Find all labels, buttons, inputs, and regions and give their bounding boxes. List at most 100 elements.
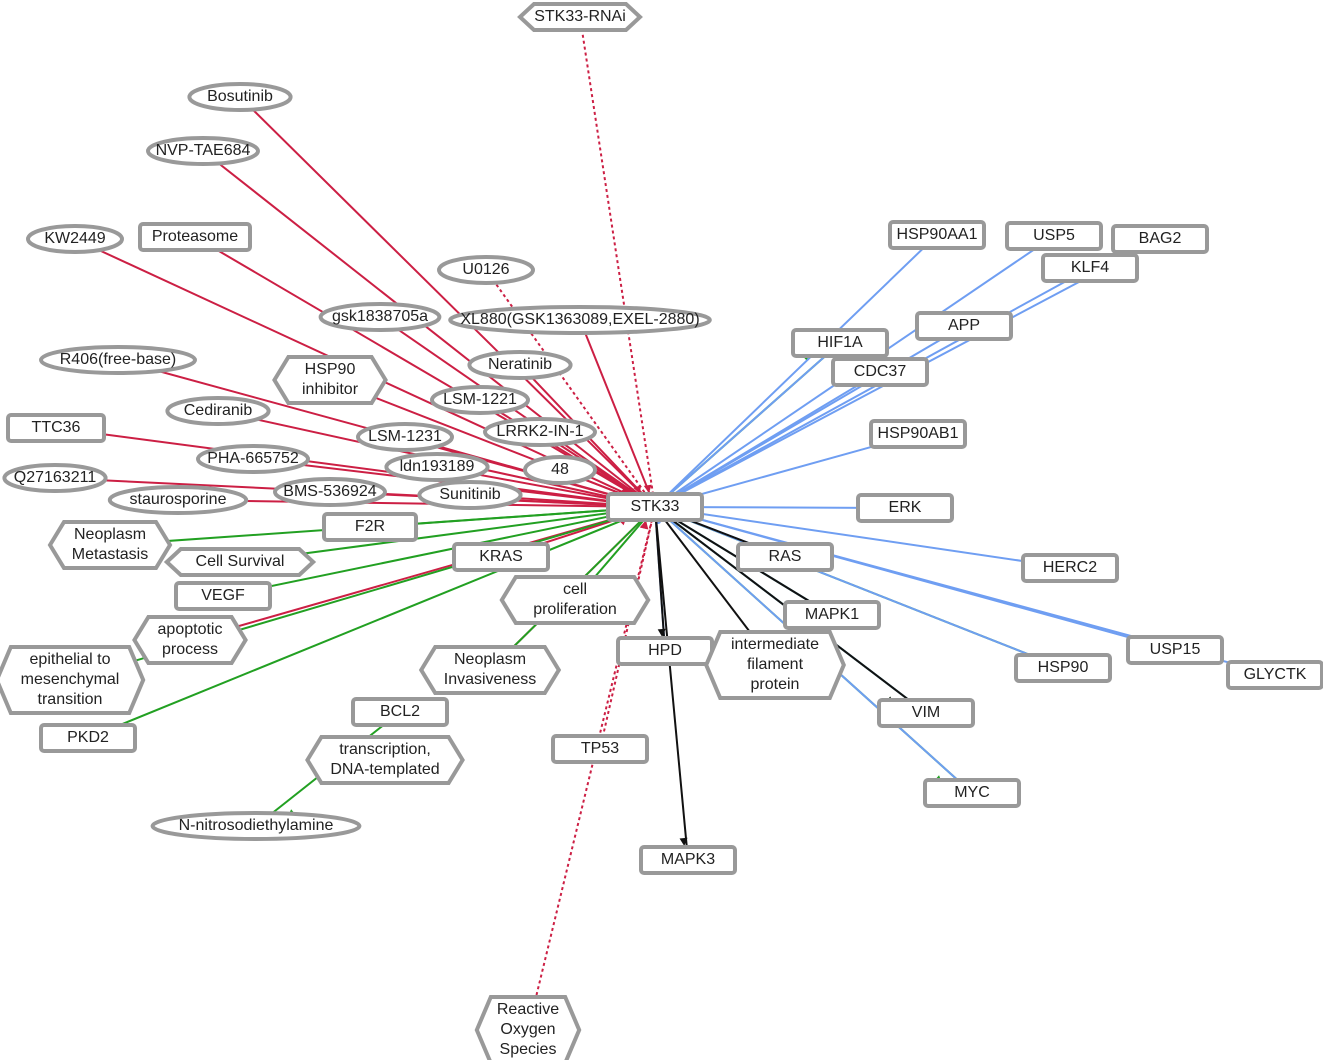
node-label: PHA-665752 [207, 450, 299, 467]
node-usp5[interactable]: USP5 [1005, 221, 1103, 251]
edge-inhibits-bosutinib [239, 96, 656, 508]
node-hif1a[interactable]: HIF1A [791, 328, 889, 358]
node-kras[interactable]: KRAS [452, 542, 550, 572]
node-hsp90ab1[interactable]: HSP90AB1 [869, 419, 967, 449]
node-ellipse [146, 136, 260, 166]
node-app[interactable]: APP [915, 311, 1013, 341]
node-label: U0126 [462, 261, 509, 278]
node-mapk1[interactable]: MAPK1 [783, 600, 881, 630]
node-label: gsk1838705a [332, 308, 428, 325]
node-bag2[interactable]: BAG2 [1111, 224, 1209, 254]
node-cellsurv[interactable]: Cell Survival [163, 547, 317, 577]
node-stauro[interactable]: staurosporine [107, 485, 249, 515]
node-box [1041, 253, 1139, 283]
node-label: BCL2 [380, 703, 420, 720]
node-box [174, 581, 272, 611]
node-nnitro[interactable]: N-nitrosodiethylamine [150, 811, 362, 841]
node-pha[interactable]: PHA-665752 [196, 444, 310, 474]
node-vim[interactable]: VIM [877, 698, 975, 728]
node-label: HERC2 [1043, 559, 1097, 576]
edge-dotted-stk33rnai [579, 16, 656, 508]
node-label: KLF4 [1071, 259, 1109, 276]
node-f2r[interactable]: F2R [322, 512, 418, 542]
node-glyctk[interactable]: GLYCTK [1226, 660, 1323, 690]
node-myc[interactable]: MYC [923, 778, 1021, 808]
node-label: BAG2 [1139, 230, 1182, 247]
node-bcl2[interactable]: BCL2 [351, 697, 449, 727]
node-gsk183[interactable]: gsk1838705a [318, 302, 442, 332]
node-ttc36[interactable]: TTC36 [6, 413, 106, 443]
node-ellipse [318, 302, 442, 332]
node-r406[interactable]: R406(free-base) [39, 345, 197, 375]
node-pkd2[interactable]: PKD2 [39, 723, 137, 753]
node-box [551, 734, 649, 764]
node-label: R406(free-base) [60, 351, 177, 368]
node-label: Q27163211 [14, 469, 97, 486]
node-hsp90[interactable]: HSP90 [1014, 653, 1112, 683]
node-box [1111, 224, 1209, 254]
node-ellipse [356, 422, 454, 452]
node-klf4[interactable]: KLF4 [1041, 253, 1139, 283]
node-box [1014, 653, 1112, 683]
node-tp53[interactable]: TP53 [551, 734, 649, 764]
node-ellipse [523, 455, 597, 485]
node-ellipse [107, 485, 249, 515]
node-xl880[interactable]: XL880(GSK1363089,EXEL-2880) [448, 305, 712, 335]
node-label: RAS [769, 548, 802, 565]
node-bosutinib[interactable]: Bosutinib [187, 82, 293, 112]
edge-binds-cdc37 [654, 371, 881, 508]
node-label: MAPK3 [661, 851, 715, 868]
node-lsm1231[interactable]: LSM-1231 [356, 422, 454, 452]
edge-arrowhead [657, 628, 666, 638]
node-lsm1221[interactable]: LSM-1221 [430, 385, 530, 415]
node-usp15[interactable]: USP15 [1126, 635, 1224, 665]
node-hexagon [163, 547, 317, 577]
node-transc[interactable]: transcription,DNA-templated [305, 735, 465, 785]
node-box [831, 357, 929, 387]
node-stk33rnai[interactable]: STK33-RNAi [517, 1, 643, 32]
node-label: Neratinib [488, 356, 552, 373]
node-hexagon [305, 735, 465, 785]
node-stk33[interactable]: STK33 [606, 492, 704, 522]
node-lrrk2[interactable]: LRRK2-IN-1 [483, 417, 597, 447]
node-ldn[interactable]: ldn193189 [384, 452, 490, 482]
node-n48[interactable]: 48 [523, 455, 597, 485]
node-hexagon [0, 645, 146, 715]
node-hpd[interactable]: HPD [616, 636, 714, 666]
node-cdc37[interactable]: CDC37 [831, 357, 929, 387]
node-bms[interactable]: BMS-536924 [273, 477, 387, 507]
node-label: MAPK1 [805, 606, 859, 623]
node-u0126[interactable]: U0126 [437, 255, 535, 285]
node-erk[interactable]: ERK [856, 493, 954, 523]
node-ellipse [39, 345, 197, 375]
node-mapk3[interactable]: MAPK3 [639, 845, 737, 875]
node-label: VEGF [201, 587, 245, 604]
node-ras[interactable]: RAS [736, 542, 834, 572]
node-kw2449[interactable]: KW2449 [26, 224, 124, 254]
node-box [322, 512, 418, 542]
node-box [877, 698, 975, 728]
node-cediranib[interactable]: Cediranib [165, 396, 271, 426]
node-nvp[interactable]: NVP-TAE684 [146, 136, 260, 166]
edge-regulates-mapk3 [654, 506, 689, 861]
node-hsp90aa1[interactable]: HSP90AA1 [888, 220, 986, 250]
node-proteasome[interactable]: Proteasome [138, 222, 252, 252]
node-box [6, 413, 106, 443]
node-sunitinib[interactable]: Sunitinib [417, 480, 523, 510]
node-q27[interactable]: Q27163211 [2, 463, 108, 493]
node-vegf[interactable]: VEGF [174, 581, 272, 611]
node-neratinib[interactable]: Neratinib [467, 350, 573, 380]
node-herc2[interactable]: HERC2 [1021, 553, 1119, 583]
